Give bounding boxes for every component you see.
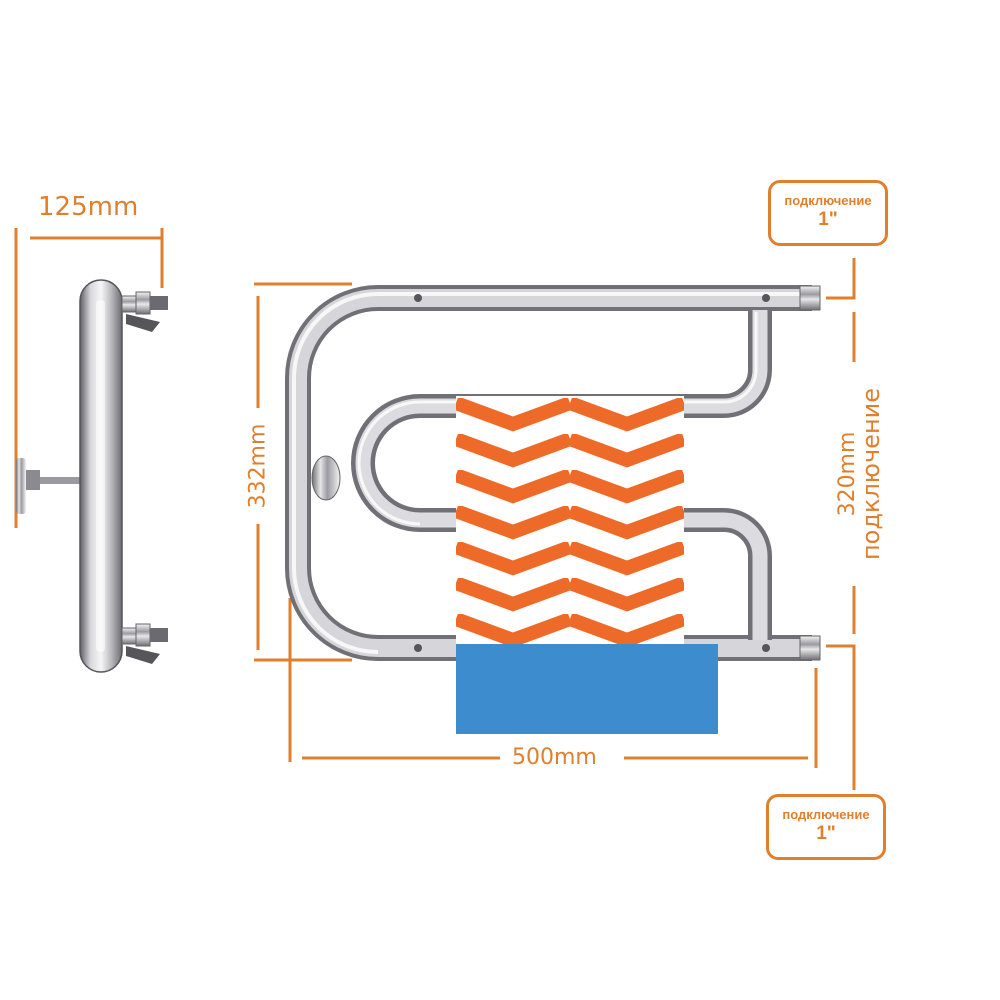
- bottom-connection-leader: [826, 644, 856, 790]
- towel-striped-part: [456, 396, 684, 650]
- top-connection-value: 1": [818, 209, 838, 230]
- bottom-connection-value: 1": [816, 823, 836, 844]
- height-connection-label: 320mm подключение: [834, 387, 885, 561]
- height-connection-value: 320mm: [834, 431, 860, 517]
- wall-mount-disc: [311, 455, 341, 501]
- depth-label: 125mm: [38, 192, 139, 222]
- top-connection-title: подключение: [784, 193, 872, 208]
- bottom-connection-title: подключение: [782, 807, 870, 822]
- front-view-dimensions: [254, 258, 856, 790]
- towel: [456, 396, 718, 734]
- bottom-connection-box: подключение 1": [766, 794, 886, 860]
- bottom-connector-nut: [135, 623, 151, 647]
- towel-rail-front: [285, 285, 821, 661]
- top-connector-nut: [135, 291, 151, 315]
- wall-bracket-rod: [40, 477, 80, 484]
- top-thread: [799, 285, 821, 311]
- bottom-thread: [799, 635, 821, 661]
- side-view: [14, 228, 168, 673]
- top-connection-leader: [826, 258, 856, 300]
- height-connection-caption: подключение: [856, 387, 885, 561]
- width-label: 500mm: [512, 745, 597, 770]
- height-total-label: 332mm: [245, 423, 271, 509]
- top-connection-box: подключение 1": [768, 180, 888, 246]
- towel-fold: [456, 644, 718, 734]
- wall-flange: [16, 458, 26, 514]
